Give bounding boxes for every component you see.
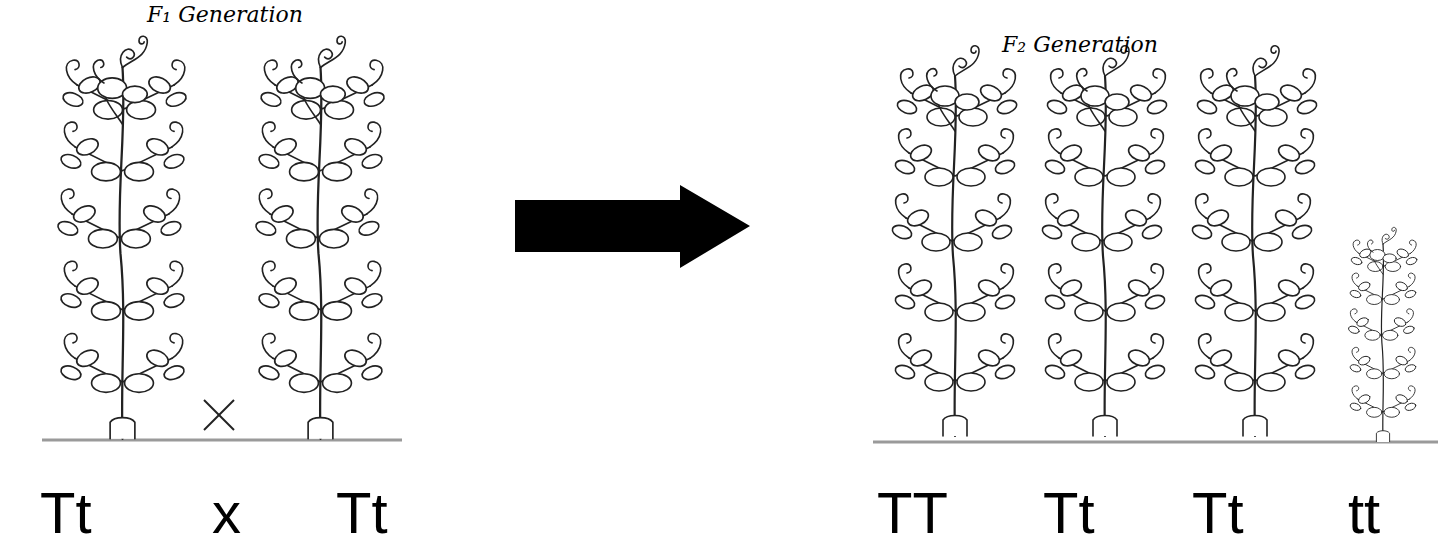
genotype-label: Tt — [336, 484, 388, 542]
genotype-label: Tt — [1043, 484, 1095, 542]
cross-sign: x — [212, 484, 241, 542]
generation-heading: F₁ Generation — [147, 4, 303, 26]
genotype-label: Tt — [40, 484, 92, 542]
genotype-label: tt — [1348, 484, 1380, 542]
genotype-label: Tt — [1192, 484, 1244, 542]
generation-heading: F₂ Generation — [1002, 34, 1158, 56]
genotype-label: TT — [877, 484, 948, 542]
